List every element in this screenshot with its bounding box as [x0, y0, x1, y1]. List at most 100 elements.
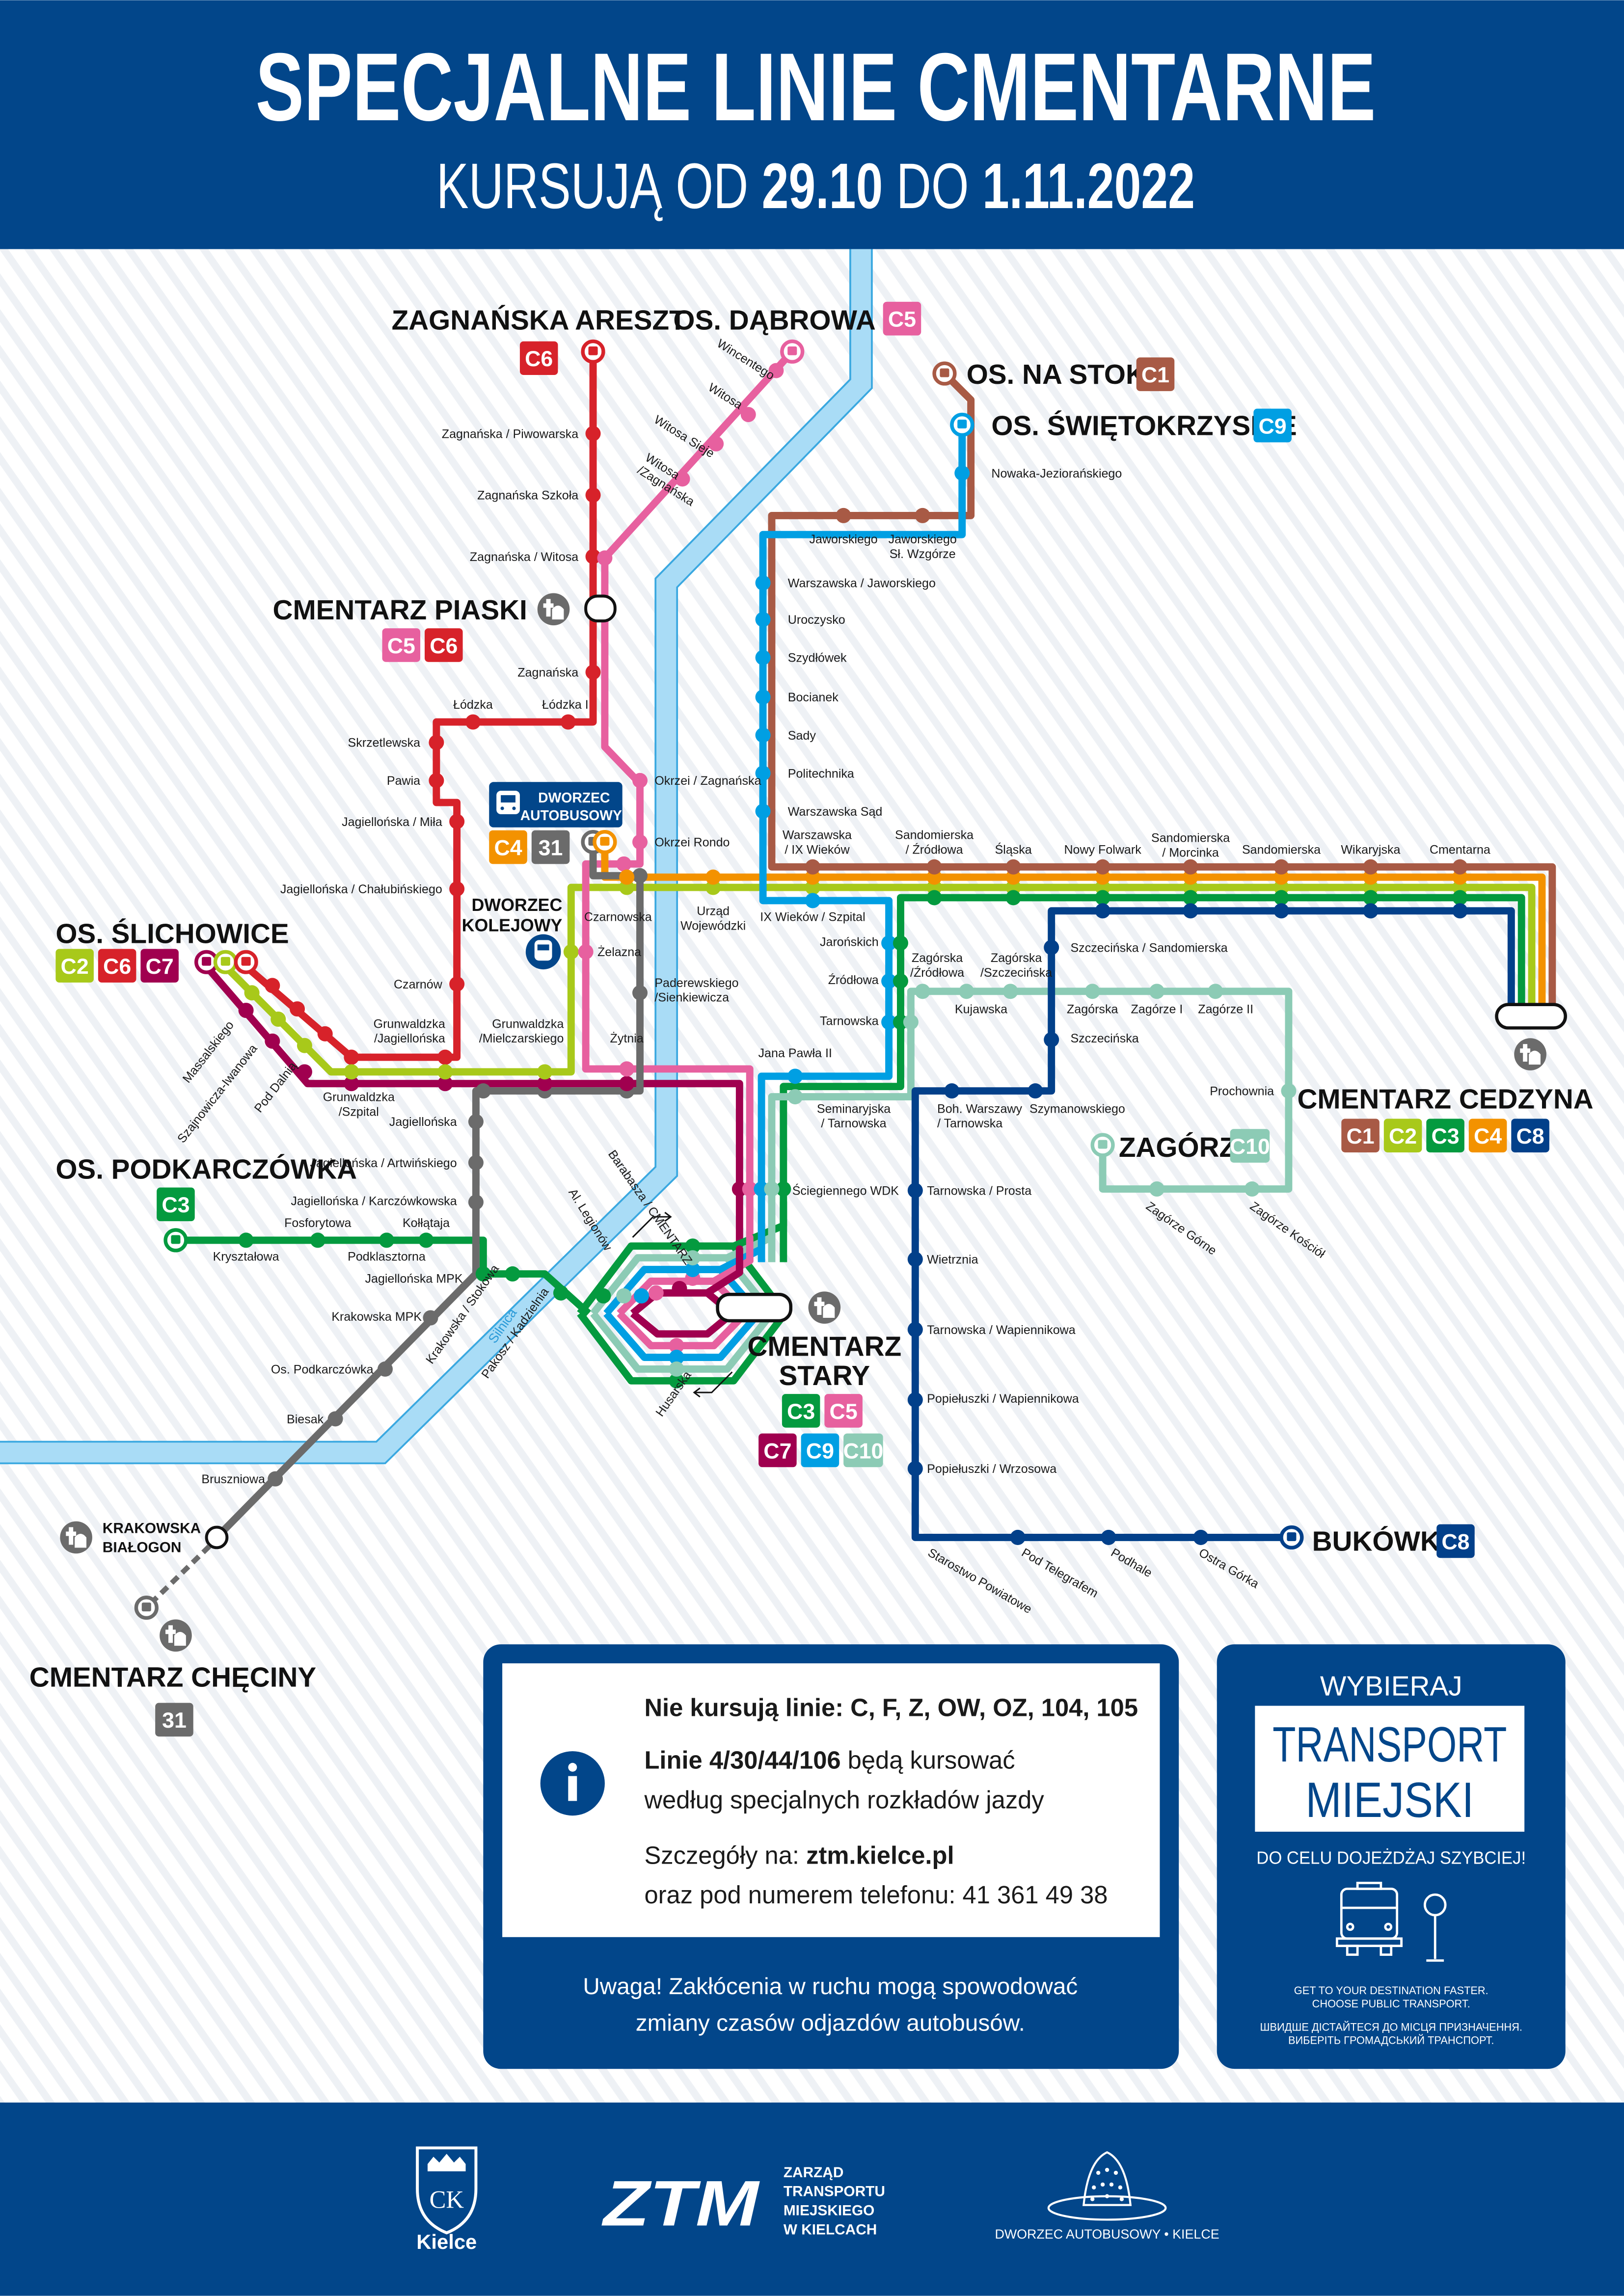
stop-label[interactable]: Jagiellońska / Karczówkowska — [291, 1194, 457, 1208]
stop-dot-c5[interactable] — [616, 856, 632, 872]
stop-label[interactable]: Wietrznia — [927, 1253, 978, 1267]
line-badge-c6[interactable]: C6 — [425, 628, 463, 662]
stop-label[interactable]: Nowy Folwark — [1064, 843, 1141, 856]
stop-label[interactable]: Cmentarna — [1430, 843, 1490, 856]
stop-dot-c8[interactable] — [907, 1182, 923, 1199]
stop-label[interactable]: Seminaryjska/ Tarnowska — [817, 1102, 891, 1130]
line-badge-c3[interactable]: C3 — [782, 1394, 820, 1428]
stop-dot-c5[interactable] — [578, 944, 594, 960]
stop-label[interactable]: Grunwaldzka/Szpital — [323, 1091, 395, 1119]
stop-dot-c3[interactable] — [685, 1238, 701, 1254]
bus-terminal-icon[interactable] — [1279, 1525, 1304, 1550]
line-badge-c1[interactable]: C1 — [1136, 357, 1175, 391]
stop-label[interactable]: Zagnańska Szkoła — [477, 489, 578, 503]
line-badge-c8[interactable]: C8 — [1511, 1119, 1549, 1152]
line-badge-c5[interactable]: C5 — [824, 1394, 863, 1428]
bus-terminal-icon[interactable] — [234, 950, 258, 974]
stop-dot-c10[interactable] — [1149, 1181, 1164, 1197]
stop-dot-c6[interactable] — [449, 814, 465, 829]
stop-dot-c3[interactable] — [893, 973, 908, 989]
stop-dot-c6[interactable] — [429, 773, 444, 788]
stop-dot-c10[interactable] — [1149, 984, 1164, 999]
line-badge-c5[interactable]: C5 — [883, 301, 921, 336]
stop-label[interactable]: Kujawska — [955, 1003, 1007, 1016]
stop-dot-c9[interactable] — [787, 1068, 803, 1084]
line-badge-31[interactable]: 31 — [155, 1703, 193, 1737]
stop-dot-c6[interactable] — [437, 1049, 453, 1065]
stop-dot-c4[interactable] — [619, 869, 635, 885]
stop-dot-c10[interactable] — [1002, 984, 1018, 999]
stop-label[interactable]: Ściegiennego WDK — [792, 1183, 899, 1198]
stop-dot-c6[interactable] — [344, 1049, 359, 1065]
stop-dot-c8[interactable] — [1452, 903, 1468, 919]
stop-dot-c6[interactable] — [585, 665, 601, 680]
stop-dot-c6[interactable] — [449, 881, 465, 897]
stop-label[interactable]: Grunwaldzka/Jagiellońska — [374, 1017, 445, 1045]
stop-dot-c10[interactable] — [669, 1361, 684, 1377]
stop-label[interactable]: Sady — [788, 729, 816, 743]
cmentarz-stary-station-marker[interactable] — [716, 1293, 793, 1323]
stop-label[interactable]: Wikaryjska — [1341, 843, 1400, 856]
stop-dot-c9[interactable] — [755, 803, 771, 819]
line-badge-c10[interactable]: C10 — [1230, 1129, 1270, 1163]
stop-dot-c9[interactable] — [685, 1262, 701, 1278]
stop-dot-c9[interactable] — [881, 973, 897, 989]
stop-dot-c8[interactable] — [1044, 939, 1059, 955]
stop-dot-c10[interactable] — [959, 984, 974, 999]
stop-dot-c3[interactable] — [595, 1288, 611, 1304]
stop-dot-c6[interactable] — [449, 976, 465, 992]
stop-label[interactable]: Prochownia — [1210, 1085, 1274, 1098]
stop-dot-c6[interactable] — [465, 714, 481, 730]
stop-label[interactable]: Jagiellońska / Artwińskiego — [310, 1156, 457, 1170]
stop-label[interactable]: Czarnowska — [584, 910, 652, 924]
stop-dot-c3[interactable] — [776, 1181, 791, 1197]
stop-dot-31[interactable] — [423, 1310, 438, 1326]
stop-dot-c10[interactable] — [1208, 984, 1223, 999]
stop-label[interactable]: Nowaka-Jeziorańskiego — [991, 467, 1122, 481]
stop-dot-c7[interactable] — [619, 1076, 635, 1092]
stop-dot-c8[interactable] — [1010, 1529, 1026, 1545]
stop-dot-31[interactable] — [377, 1361, 393, 1377]
bus-terminal-icon[interactable] — [932, 361, 957, 386]
dworzec-autobusowy-logo[interactable]: DWORZEC AUTOBUSOWY • KIELCE — [995, 2151, 1219, 2242]
stop-dot-31[interactable] — [468, 1155, 484, 1171]
stop-dot-c10[interactable] — [915, 984, 930, 999]
stop-label[interactable]: Zagórska/Szczecińska — [980, 951, 1052, 980]
stop-dot-c5[interactable] — [675, 471, 690, 487]
stop-dot-c2[interactable] — [437, 1064, 453, 1080]
stop-dot-c5[interactable] — [648, 1285, 664, 1301]
stop-dot-c1[interactable] — [1183, 859, 1198, 875]
line-badge-c2[interactable]: C2 — [55, 949, 94, 983]
stop-dot-c1[interactable] — [1005, 859, 1021, 875]
stop-dot-c7[interactable] — [265, 1033, 280, 1049]
stop-dot-c8[interactable] — [944, 1083, 960, 1099]
stop-dot-c8[interactable] — [907, 1392, 923, 1408]
line-badge-c9[interactable]: C9 — [1253, 408, 1292, 443]
line-badge-c2[interactable]: C2 — [1383, 1119, 1422, 1152]
stop-dot-c1[interactable] — [1095, 859, 1110, 875]
stop-label[interactable]: Szczecińska / Sandomierska — [1070, 941, 1227, 955]
stop-label[interactable]: Szczecińska — [1070, 1032, 1138, 1045]
bus-terminal-icon[interactable] — [1090, 1133, 1115, 1157]
stop-label[interactable]: Jagiellońska MPK — [365, 1272, 462, 1285]
stop-label[interactable]: Szydłówek — [788, 651, 847, 665]
stop-label[interactable]: Fosforytowa — [284, 1216, 351, 1230]
stop-label[interactable]: Popiełuszki / Wrzosowa — [927, 1462, 1056, 1476]
line-badge-c3[interactable]: C3 — [157, 1187, 195, 1222]
stop-label[interactable]: Kołłątaja — [403, 1216, 450, 1230]
stop-dot-c7[interactable] — [437, 1076, 453, 1092]
stop-dot-c8[interactable] — [1183, 903, 1198, 919]
bus-terminal-icon[interactable] — [163, 1228, 188, 1253]
stop-label[interactable]: Jagiellońska / Miła — [342, 815, 442, 829]
stop-label[interactable]: Warszawska / Jaworskiego — [788, 577, 936, 590]
stop-dot-c6[interactable] — [317, 1026, 333, 1041]
stop-dot-c9[interactable] — [954, 465, 970, 481]
stop-label[interactable]: Zagnańska / Witosa — [470, 550, 578, 564]
line-badge-c6[interactable]: C6 — [519, 341, 558, 375]
stop-dot-c2[interactable] — [244, 985, 260, 1001]
stop-dot-c7[interactable] — [672, 1281, 687, 1296]
stop-label[interactable]: Os. Podkarczówka — [271, 1362, 374, 1376]
stop-label[interactable]: IX Wieków / Szpital — [760, 910, 865, 924]
stop-dot-31[interactable] — [268, 1471, 283, 1487]
stop-label[interactable]: Boh. Warszawy/ Tarnowska — [937, 1102, 1023, 1130]
